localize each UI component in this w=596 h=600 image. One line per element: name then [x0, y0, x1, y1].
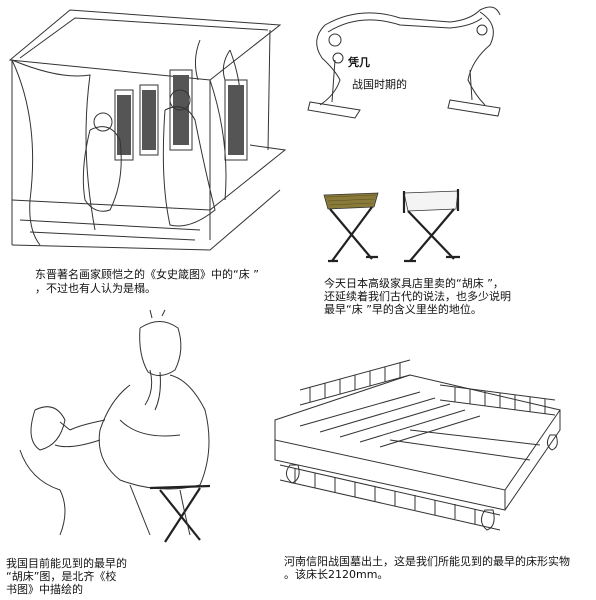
- armrest-illustration: 凭几 战国时期的: [300, 0, 596, 180]
- bed-frame-drawing: [274, 359, 561, 531]
- caption-bed-line1: 河南信阳战国墓出土，这是我们所能见到的最早的床形实物: [284, 555, 570, 568]
- excavated-bed-drawing: 河南信阳战国墓出土，这是我们所能见到的最早的床形实物 。该床长2120mm。: [270, 350, 596, 600]
- armrest-label: 凭几: [348, 56, 370, 69]
- caption-bed-line2: 。该床长2120mm。: [284, 568, 389, 581]
- caption-stools-line1: 今天日本高级家具店里卖的“胡床 ”，: [324, 277, 504, 290]
- armrest-drawing: [307, 6, 501, 119]
- caption-painting-line1: 东晋著名画家顾恺之的《女史箴图》中的“床 ”: [35, 268, 259, 281]
- caption-scholar-line2: “胡床”图，是北齐《校: [6, 570, 117, 583]
- canopy-bed-drawing: [8, 9, 287, 251]
- armrest-period: 战国时期的: [352, 78, 407, 91]
- scholar-drawing: [19, 309, 211, 543]
- caption-scholar-line1: 我国目前能见到的最早的: [6, 557, 127, 570]
- caption-painting-line2: ，不过也有人认为是榻。: [35, 282, 156, 295]
- canopy-bed-painting: 东晋著名画家顾恺之的《女史箴图》中的“床 ” ，不过也有人认为是榻。: [0, 0, 290, 295]
- folding-stools-drawing: [323, 189, 460, 263]
- caption-scholar-line3: 书图》中描绘的: [6, 583, 83, 596]
- caption-stools-line3: 最早“床 ”早的含义里坐的地位。: [324, 303, 482, 316]
- scholar-folding-stool: 我国目前能见到的最早的 “胡床”图，是北齐《校 书图》中描绘的: [0, 309, 260, 600]
- caption-stools-line2: 还延续着我们古代的说法，也多少说明: [324, 290, 511, 303]
- folding-stools-photo: 今天日本高级家具店里卖的“胡床 ”， 还延续着我们古代的说法，也多少说明 最早“…: [316, 185, 511, 316]
